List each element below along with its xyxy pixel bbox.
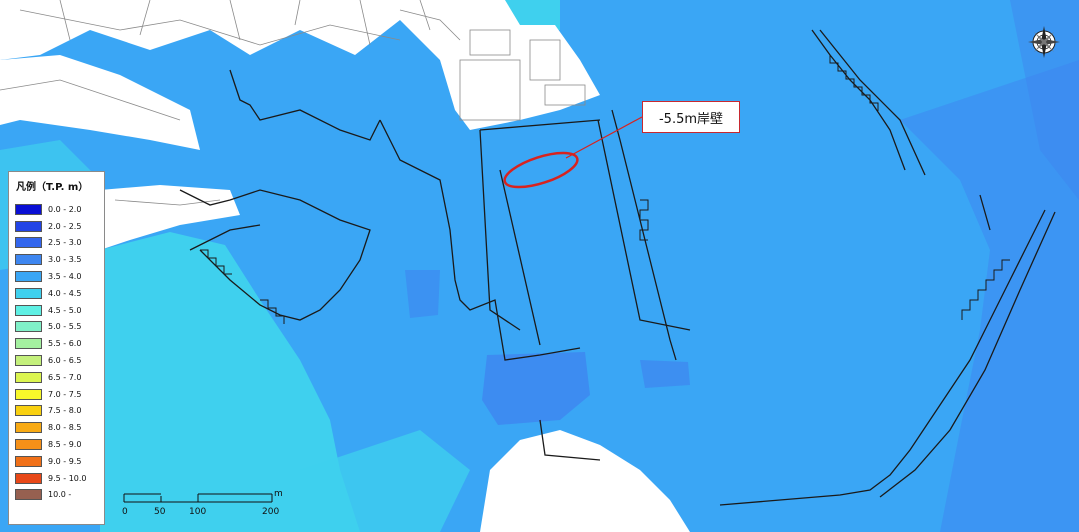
land-road-lines [0, 0, 586, 206]
legend-swatch [15, 355, 42, 367]
legend-swatch [15, 220, 42, 232]
quay-callout-label: -5.5m岸壁 [642, 101, 740, 133]
legend-item-label: 4.0 - 4.5 [48, 288, 82, 298]
land-north [0, 0, 600, 130]
legend-swatch [15, 287, 42, 299]
legend-item: 4.5 - 5.0 [15, 302, 100, 319]
legend-item-label: 7.5 - 8.0 [48, 406, 82, 416]
legend-item-label: 5.0 - 5.5 [48, 322, 82, 332]
legend-swatch [15, 388, 42, 400]
legend-item-label: 5.5 - 6.0 [48, 339, 82, 349]
scale-bar: 0 50 100 200 m [112, 488, 292, 522]
sea-deep-pier [482, 352, 590, 425]
legend-item-label: 6.0 - 6.5 [48, 356, 82, 366]
legend-swatch [15, 271, 42, 283]
legend-swatch [15, 237, 42, 249]
legend-swatch [15, 338, 42, 350]
scale-tick-50: 50 [154, 507, 166, 517]
legend-item: 4.0 - 4.5 [15, 285, 100, 302]
legend-item: 7.0 - 7.5 [15, 386, 100, 403]
scale-tick-200: 200 [262, 507, 280, 517]
legend-swatch [15, 489, 42, 501]
legend-swatch [15, 254, 42, 266]
legend-swatch [15, 422, 42, 434]
sea-deep-patch [640, 360, 690, 388]
legend-item-label: 10.0 - [48, 490, 72, 500]
legend-item: 7.5 - 8.0 [15, 403, 100, 420]
legend-item-label: 2.5 - 3.0 [48, 238, 82, 248]
legend-swatch [15, 203, 42, 215]
scale-bar-graphic [123, 493, 273, 503]
breakwater-lines [179, 29, 1056, 506]
legend-item: 3.5 - 4.0 [15, 268, 100, 285]
legend-item: 3.0 - 3.5 [15, 251, 100, 268]
scale-tick-100: 100 [189, 507, 207, 517]
legend-item: 10.0 - [15, 487, 100, 504]
legend-item-label: 2.0 - 2.5 [48, 221, 82, 231]
land-south [480, 430, 690, 532]
legend-item: 9.5 - 10.0 [15, 470, 100, 487]
legend-item: 5.5 - 6.0 [15, 335, 100, 352]
legend-swatch [15, 371, 42, 383]
sea-deep-patch-2 [405, 270, 440, 318]
sea-shallow-south [300, 430, 470, 532]
callout-leader-line [565, 116, 643, 159]
legend-swatch [15, 405, 42, 417]
quay-highlight-ellipse [503, 151, 579, 189]
legend-swatch [15, 439, 42, 451]
legend-swatch [15, 321, 42, 333]
legend-item-label: 7.0 - 7.5 [48, 389, 82, 399]
legend-panel: 凡例（T.P. m） 0.0 - 2.0 2.0 - 2.5 2.5 - 3.0 3.… [8, 171, 105, 525]
legend-item-label: 9.5 - 10.0 [48, 473, 87, 483]
scale-tick-0: 0 [122, 507, 128, 517]
legend-item: 6.5 - 7.0 [15, 369, 100, 386]
legend-swatch [15, 472, 42, 484]
sea-deep-east [900, 60, 1079, 532]
legend-item: 2.0 - 2.5 [15, 218, 100, 235]
legend-item: 0.0 - 2.0 [15, 201, 100, 218]
legend-item-label: 4.5 - 5.0 [48, 305, 82, 315]
compass-rose-icon [1028, 26, 1060, 58]
legend-item: 8.0 - 8.5 [15, 419, 100, 436]
legend-swatch [15, 304, 42, 316]
legend-item: 9.0 - 9.5 [15, 453, 100, 470]
legend-item-label: 8.0 - 8.5 [48, 423, 82, 433]
legend-item: 5.0 - 5.5 [15, 319, 100, 336]
sea-shallow-top [505, 0, 560, 30]
legend-item-label: 9.0 - 9.5 [48, 456, 82, 466]
legend-item-label: 0.0 - 2.0 [48, 204, 82, 214]
legend-item-label: 8.5 - 9.0 [48, 440, 82, 450]
sea-deep-northeast [1010, 0, 1079, 200]
legend-item: 2.5 - 3.0 [15, 235, 100, 252]
land-northwest [0, 55, 200, 150]
legend-item-label: 6.5 - 7.0 [48, 372, 82, 382]
step-fringe [200, 55, 1010, 324]
legend-rows: 0.0 - 2.0 2.0 - 2.5 2.5 - 3.0 3.0 - 3.5 3.5 … [15, 201, 100, 503]
legend-item: 6.0 - 6.5 [15, 352, 100, 369]
sea-shallow-west [100, 232, 360, 532]
legend-item-label: 3.5 - 4.0 [48, 272, 82, 282]
scale-unit: m [274, 489, 283, 499]
legend-title: 凡例（T.P. m） [16, 182, 89, 193]
legend-swatch [15, 455, 42, 467]
legend-item: 8.5 - 9.0 [15, 436, 100, 453]
legend-item-label: 3.0 - 3.5 [48, 255, 82, 265]
